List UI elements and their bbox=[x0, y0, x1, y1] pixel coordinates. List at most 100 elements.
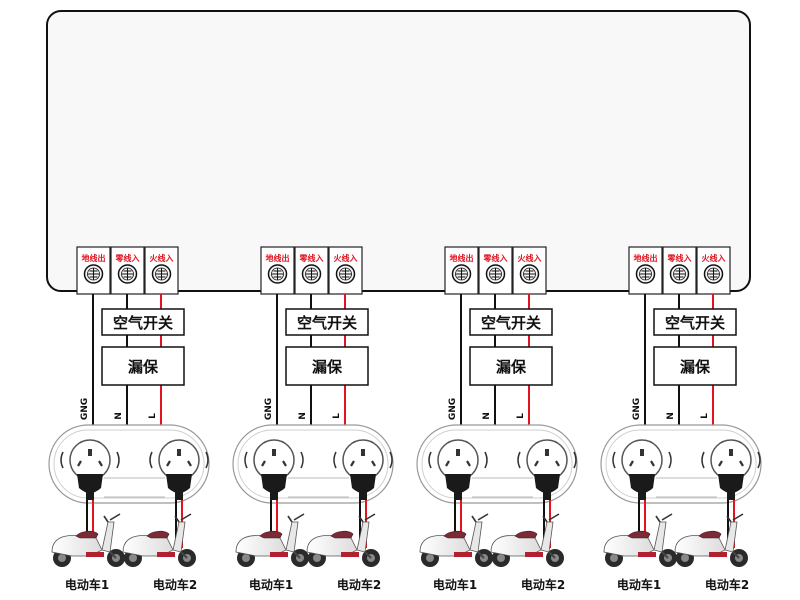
plug-icon bbox=[77, 474, 103, 500]
wire-label: GNG bbox=[632, 398, 642, 420]
scooter-icon bbox=[603, 513, 677, 567]
terminal-screw-icon bbox=[669, 264, 690, 284]
scooter-seat bbox=[514, 530, 538, 539]
terminal-block: 地线出零线入火线入 bbox=[444, 246, 547, 295]
scooter-icon bbox=[419, 513, 493, 567]
socket-panel-inner bbox=[53, 429, 205, 499]
controller-enclosure bbox=[46, 10, 751, 292]
terminal-screw-icon bbox=[519, 264, 540, 284]
rcd-label: 漏保 bbox=[312, 358, 343, 376]
scooter-rear-hub bbox=[681, 554, 689, 562]
scooter-stripe bbox=[709, 552, 727, 557]
terminal-screw-icon bbox=[703, 264, 724, 284]
air-breaker-box bbox=[285, 308, 369, 336]
scooter-stripe bbox=[638, 552, 656, 557]
plug-icon bbox=[445, 474, 471, 500]
terminal-label: 火线入 bbox=[334, 253, 358, 263]
scooter-fork bbox=[364, 551, 372, 559]
scooter-stripe bbox=[341, 552, 359, 557]
wire-label: L bbox=[148, 413, 158, 419]
scooter-seat bbox=[330, 530, 354, 539]
socket-panel-inner bbox=[421, 429, 573, 499]
terminal-label: 地线出 bbox=[450, 253, 474, 263]
scooter-front-panel bbox=[653, 521, 667, 553]
scooter-seat bbox=[146, 530, 170, 539]
air-breaker-label: 空气开关 bbox=[665, 314, 725, 332]
plug-icon bbox=[261, 474, 287, 500]
scooter-seat bbox=[627, 530, 651, 539]
scooter-stripe bbox=[270, 552, 288, 557]
wire-label: N bbox=[298, 412, 308, 420]
socket-icon bbox=[60, 439, 120, 481]
terminal-label: 火线入 bbox=[150, 253, 174, 263]
scooter-stripe bbox=[86, 552, 104, 557]
terminal-label: 火线入 bbox=[702, 253, 726, 263]
vehicle-label: 电动车1 bbox=[617, 577, 661, 592]
air-breaker-box bbox=[101, 308, 185, 336]
air-breaker-label: 空气开关 bbox=[481, 314, 541, 332]
scooter-rear-hub bbox=[58, 554, 66, 562]
terminal-screw-icon bbox=[301, 264, 322, 284]
wire-label: GNG bbox=[80, 398, 90, 420]
wire-label: GNG bbox=[264, 398, 274, 420]
vehicle-label: 电动车2 bbox=[705, 577, 749, 592]
terminal-screw-icon bbox=[635, 264, 656, 284]
socket-icon bbox=[428, 439, 488, 481]
rcd-box bbox=[101, 346, 185, 386]
terminal-label: 地线出 bbox=[82, 253, 106, 263]
scooter-icon bbox=[122, 513, 196, 567]
vehicle-label: 电动车1 bbox=[249, 577, 293, 592]
terminal-label: 地线出 bbox=[634, 253, 658, 263]
wire-label: N bbox=[114, 412, 124, 420]
scooter-icon bbox=[490, 513, 564, 567]
scooter-icon bbox=[235, 513, 309, 567]
terminal-label: 零线入 bbox=[483, 253, 508, 263]
scooter-fork bbox=[661, 551, 669, 559]
scooter-fork bbox=[732, 551, 740, 559]
scooter-seat bbox=[259, 530, 283, 539]
rcd-box bbox=[469, 346, 553, 386]
terminal-label: 火线入 bbox=[518, 253, 542, 263]
terminal-screw-icon bbox=[267, 264, 288, 284]
scooter-rear-hub bbox=[426, 554, 434, 562]
wire-label: L bbox=[516, 413, 526, 419]
terminal-block: 地线出零线入火线入 bbox=[628, 246, 731, 295]
vehicle-label: 电动车2 bbox=[153, 577, 197, 592]
scooter-front-panel bbox=[101, 521, 115, 553]
wire-label: GNG bbox=[448, 398, 458, 420]
scooter-handlebar bbox=[358, 513, 376, 523]
vehicle-label: 电动车2 bbox=[337, 577, 381, 592]
scooter-front-panel bbox=[356, 521, 370, 553]
air-breaker-label: 空气开关 bbox=[113, 314, 173, 332]
terminal-label: 地线出 bbox=[266, 253, 290, 263]
scooter-icon bbox=[674, 513, 748, 567]
plug-icon bbox=[350, 474, 376, 500]
scooter-front-panel bbox=[724, 521, 738, 553]
scooter-handlebar bbox=[542, 513, 560, 523]
scooter-seat bbox=[75, 530, 99, 539]
scooter-handlebar bbox=[103, 513, 121, 523]
socket-panel-inner bbox=[237, 429, 389, 499]
terminal-screw-icon bbox=[117, 264, 138, 284]
terminal-screw-icon bbox=[83, 264, 104, 284]
rcd-box bbox=[285, 346, 369, 386]
rcd-label: 漏保 bbox=[496, 358, 527, 376]
scooter-fork bbox=[180, 551, 188, 559]
plug-icon bbox=[534, 474, 560, 500]
scooter-icon bbox=[306, 513, 380, 567]
scooter-front-panel bbox=[540, 521, 554, 553]
terminal-label: 零线入 bbox=[115, 253, 140, 263]
scooter-icon bbox=[51, 513, 125, 567]
scooter-rear-hub bbox=[129, 554, 137, 562]
scooter-stripe bbox=[157, 552, 175, 557]
socket-panel-inner bbox=[605, 429, 757, 499]
scooter-handlebar bbox=[471, 513, 489, 523]
scooter-stripe bbox=[454, 552, 472, 557]
socket-icon bbox=[612, 439, 672, 481]
vehicle-label: 电动车2 bbox=[521, 577, 565, 592]
scooter-stripe bbox=[525, 552, 543, 557]
scooter-rear-hub bbox=[497, 554, 505, 562]
